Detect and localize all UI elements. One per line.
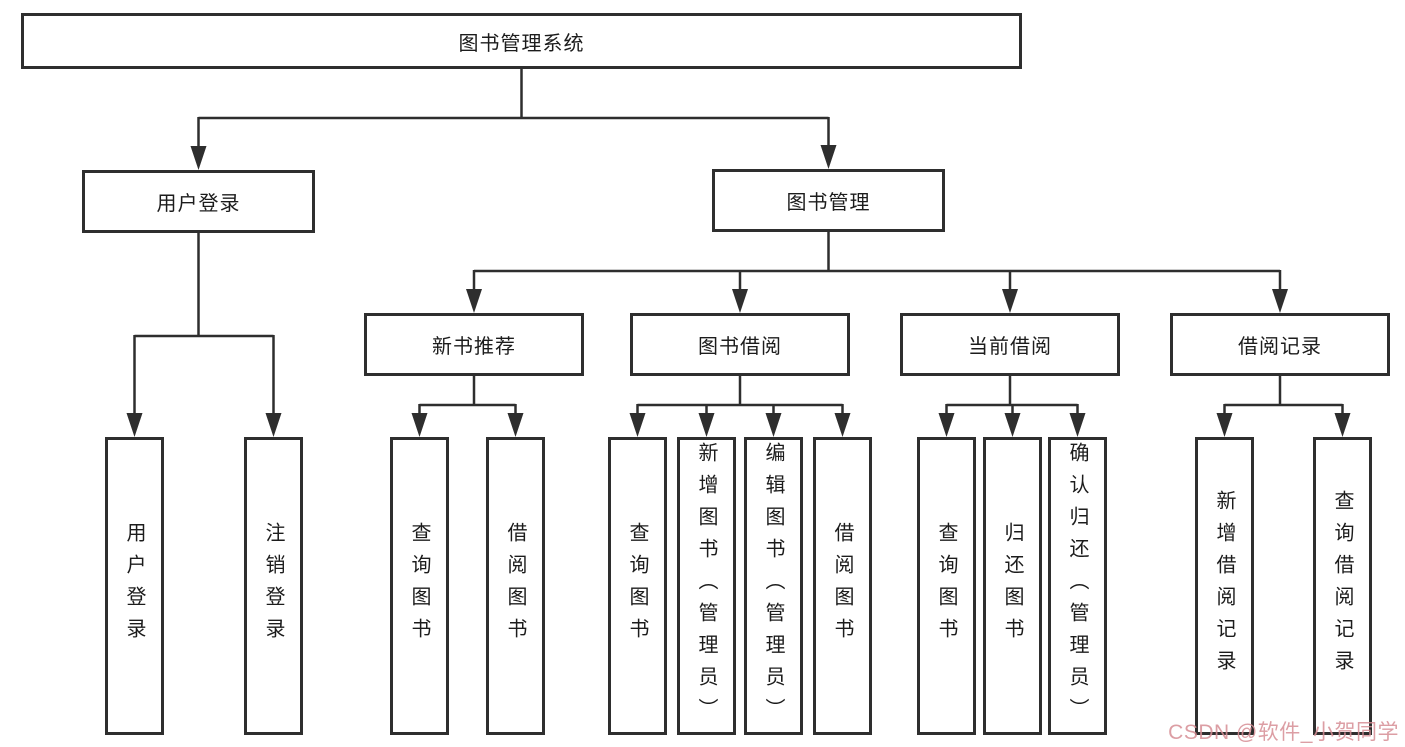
- csdn-watermark: CSDN @软件_小贺同学: [1168, 721, 1399, 744]
- leaf-query-borrow-record: 查询借阅记录: [1313, 437, 1372, 735]
- node-book-management: 图书管理: [712, 169, 945, 232]
- leaf-confirm-return-admin: 确认归还（管理员）: [1048, 437, 1107, 735]
- connector-records-to-leaves: [1216, 376, 1351, 437]
- connector-newrec-to-leaves: [411, 376, 524, 437]
- leaf-user-login: 用户登录: [105, 437, 164, 735]
- connector-login-to-leaves: [126, 233, 282, 437]
- leaf-borrow-books-recommend: 借阅图书: [486, 437, 545, 735]
- leaf-edit-books-admin: 编辑图书（管理员）: [744, 437, 803, 735]
- node-new-book-recommend: 新书推荐: [364, 313, 584, 376]
- leaf-add-borrow-record: 新增借阅记录: [1195, 437, 1254, 735]
- node-current-borrowing: 当前借阅: [900, 313, 1120, 376]
- connector-borrow-to-leaves: [629, 376, 851, 437]
- node-user-login: 用户登录: [82, 170, 315, 233]
- leaf-add-books-admin: 新增图书（管理员）: [677, 437, 736, 735]
- connector-root-to-level2: [190, 69, 837, 170]
- leaf-borrow-books: 借阅图书: [813, 437, 872, 735]
- leaf-query-books-current: 查询图书: [917, 437, 976, 735]
- node-borrowing-records: 借阅记录: [1170, 313, 1390, 376]
- node-library-management-system: 图书管理系统: [21, 13, 1022, 69]
- node-book-borrowing: 图书借阅: [630, 313, 850, 376]
- connector-mgmt-to-level3: [466, 232, 1288, 313]
- connector-current-to-leaves: [938, 376, 1086, 437]
- leaf-return-books: 归还图书: [983, 437, 1042, 735]
- leaf-query-books-recommend: 查询图书: [390, 437, 449, 735]
- leaf-logout: 注销登录: [244, 437, 303, 735]
- leaf-query-books-borrow: 查询图书: [608, 437, 667, 735]
